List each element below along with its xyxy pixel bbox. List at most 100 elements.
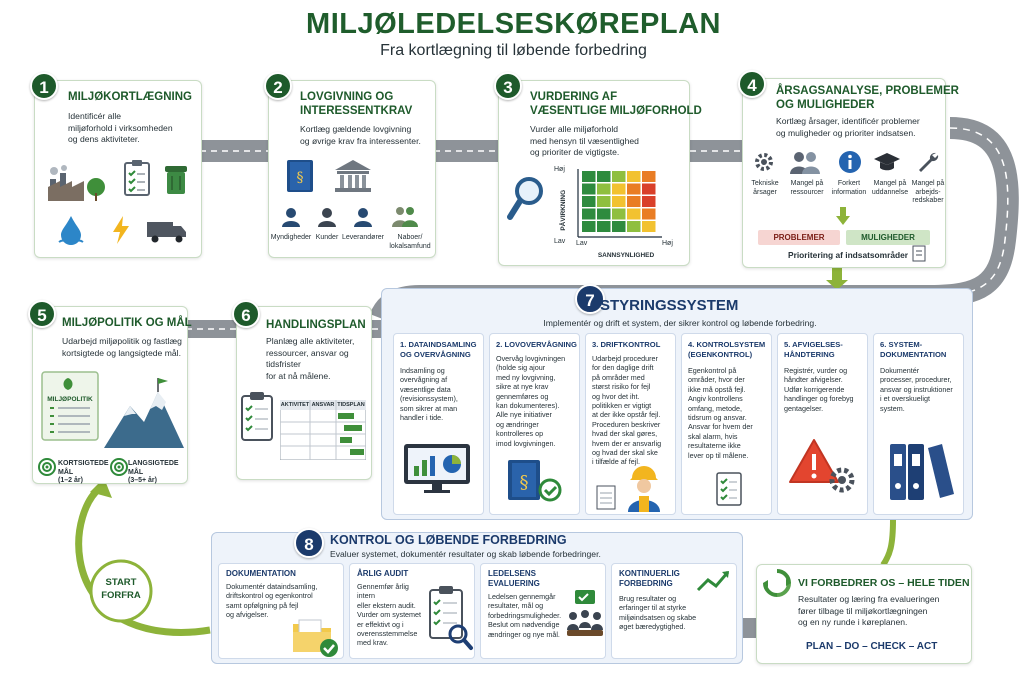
column-title: DOKUMENTATION [226,569,296,578]
priority-label: Prioritering af indsatsområder [788,250,909,260]
gantt-col: ANSVAR [311,402,335,408]
matrix-cell [627,208,641,220]
matrix-cell [597,208,611,220]
stakeholder-label: Kunder [315,234,339,241]
target-icon [38,458,56,476]
matrix-cell [642,221,656,232]
step-number-6: 6 [232,300,260,328]
policy-label: MILJØPOLITIK [47,396,93,403]
column-title: 4. KONTROLSYSTEM(EGENKONTROL) [688,340,766,359]
step-number-2: 2 [264,72,292,100]
column-title: 2. LOVOVERVÅGNING [496,340,577,349]
step-title-1: MILJØKORTLÆGNING [68,91,192,103]
water-icon [58,216,84,245]
monitor-chart-icon [404,444,470,493]
system-column-2: 2. LOVOVERVÅGNING Overvåg lovgivningen(h… [489,333,580,515]
step-number-4: 4 [738,70,766,98]
pdca-label: PLAN – DO – CHECK – ACT [806,641,938,652]
recycle-icon [763,569,791,597]
matrix-cell [597,171,611,182]
improve-title: VI FORBEDRER OS – HELE TIDEN [798,577,970,589]
page-subtitle: Fra kortlægning til løbende forbedring [380,42,647,59]
mountain-icon [104,378,184,448]
clipboard-icon [596,485,616,510]
matrix-y-low: Lav [554,238,566,245]
gantt-col: TIDSPLAN [337,402,365,408]
target-icon [110,458,128,476]
matrix-cell [582,221,596,232]
matrix-cell [597,221,611,232]
audit-clipboard-icon [429,586,473,650]
svg-text:§: § [520,472,529,493]
matrix-x-label: SANNSYNLIGHED [597,252,655,259]
step-number-3: 3 [494,72,522,100]
matrix-cell [642,171,656,182]
government-building-icon [335,160,371,192]
arrow-down-icon [836,207,850,225]
matrix-cell [642,183,656,195]
matrix-cell [627,171,641,182]
lightning-icon [113,216,129,244]
system-title: STYRINGSSYSTEM [600,297,739,314]
control-desc: Evaluer systemet, dokumentér resultater … [330,549,601,559]
growth-icon [696,571,730,592]
system-desc: Implementér og drift et system, der sikr… [543,318,817,328]
matrix-cell [612,208,626,220]
matrix-cell [612,196,626,207]
matrix-y-label: PÅVIRKNING [559,189,567,231]
matrix-cell [597,183,611,195]
person-icon [354,208,372,227]
gantt-col: AKTIVITET [280,402,310,408]
matrix-cell [582,196,596,207]
improve-card [756,564,972,664]
info-icon [839,151,861,173]
truck-icon [147,222,186,243]
person-icon [318,208,336,227]
matrix-cell [642,196,656,207]
folder-check-icon [293,619,338,657]
wrench-icon [919,152,939,172]
magnifier-icon [507,177,543,220]
matrix-cell [582,171,596,182]
short-term-goal: KORTSIGTEDE MÅL(1–2 år) [58,460,109,484]
stakeholder-label: Leverandører [341,234,385,241]
step-number-1: 1 [30,72,58,100]
law-book-icon: § [287,160,313,192]
matrix-cell [642,208,656,220]
factory-icon [48,165,105,201]
column-title: ÅRLIG AUDIT [357,569,409,578]
svg-text:§: § [297,170,304,186]
matrix-x-low: Lav [576,240,588,247]
start-again-badge [89,559,153,623]
opportunities-label: MULIGHEDER [846,230,930,245]
control-column-1: DOKUMENTATION Dokumentér dataindsamling,… [218,563,344,659]
risk-matrix [577,169,662,238]
checklist-icon [716,472,742,506]
step-number-7: 7 [575,284,605,314]
stakeholder-label: Myndigheder [270,234,312,241]
binders-icon [890,444,954,500]
gantt-chart [280,400,366,460]
